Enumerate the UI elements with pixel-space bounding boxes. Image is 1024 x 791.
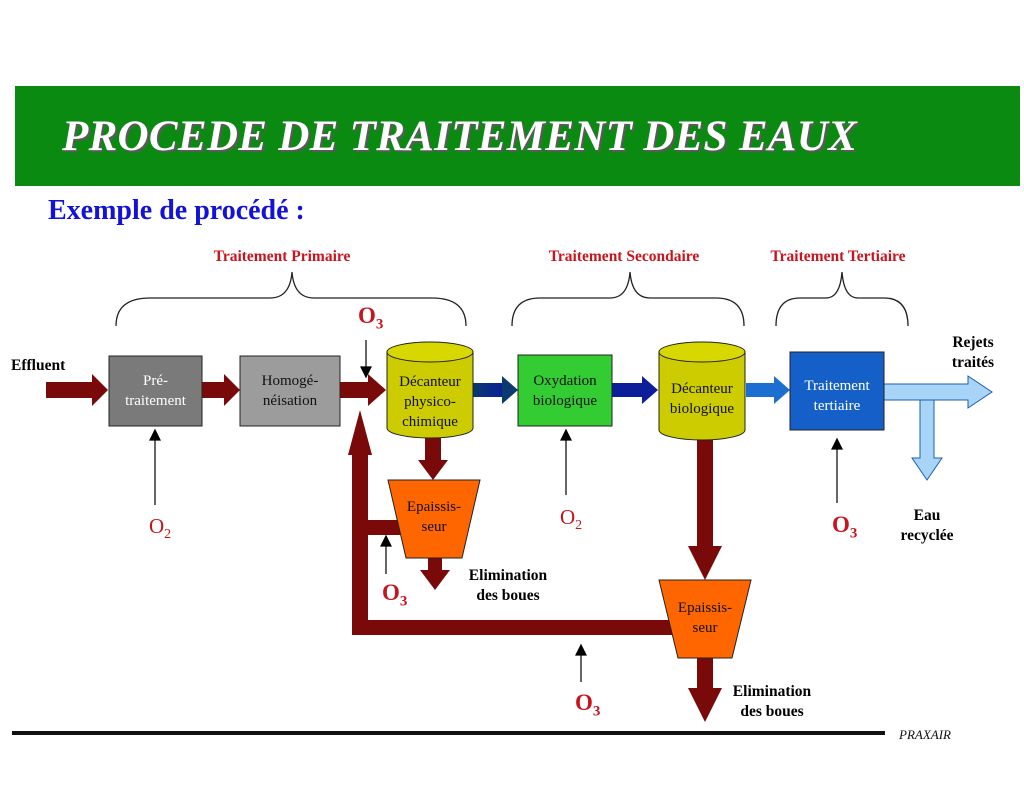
brace-tertiary (775, 271, 909, 327)
arrow-homog-decanteur (368, 374, 386, 406)
o3-label-recycle: O3 (575, 690, 601, 720)
box-pretraitement (108, 355, 203, 427)
pipe-decanteur-oxydation (472, 383, 504, 397)
stage-secondary-label: Traitement Secondaire (548, 248, 700, 265)
arrow-decanteur-tertiaire (774, 376, 790, 404)
arrow-epaississeur2-down (688, 688, 722, 722)
arrow-decanteur-oxydation (502, 376, 518, 404)
arrow-oxydation-decanteur (642, 376, 658, 404)
o3-label-epaississeur: O3 (382, 580, 408, 610)
arrow-effluent (92, 374, 108, 406)
pipe-epaississeur1-down (428, 556, 442, 572)
arrow-epaississeur1-down (420, 570, 450, 590)
arrow-rejets (883, 375, 993, 409)
stage-tertiary-label: Traitement Tertiaire (770, 248, 906, 265)
trapezoid-epaississeur1 (387, 479, 481, 559)
arrow-eau-recyclee (911, 399, 943, 481)
arrow-decanteur-bio-down (688, 546, 722, 580)
o2-label-oxydation: O2 (560, 505, 583, 534)
stage-primary-label: Traitement Primaire (213, 248, 351, 265)
box-homogeneisation (239, 355, 341, 427)
pipe-decanteur-bio-down (697, 440, 713, 548)
title-banner (15, 86, 1020, 186)
recycle-pipe-bottom (352, 620, 682, 635)
pipe-epaississeur2-down (697, 658, 713, 690)
epaississeur2-label: Epaissis-seur (677, 600, 733, 636)
footer-divider (12, 731, 885, 735)
brace-primary (115, 271, 467, 327)
pipe-decanteur-pc-down (425, 438, 441, 462)
box-tertiaire (789, 351, 885, 431)
pipe-oxydation-decanteur (612, 383, 644, 397)
cylinder-decanteur-bio (658, 341, 746, 441)
recycle-pipe-vertical (352, 450, 368, 635)
trapezoid-epaississeur2 (658, 579, 752, 659)
pipe-decanteur-tertiaire (746, 383, 776, 397)
effluent-label: Effluent (11, 357, 66, 374)
homogeneisation-label: Homogé-néisation (261, 373, 319, 409)
o3-label-primary: O3 (358, 303, 384, 333)
brace-secondary (511, 271, 745, 327)
footer-brand: PRAXAIR (899, 727, 951, 742)
pipe-homog-decanteur (340, 382, 370, 398)
recycle-arrow-up (348, 410, 372, 455)
recycle-pipe-thickener1 (368, 520, 404, 535)
arrow-pre-homog (224, 374, 240, 406)
gas-arrows (149, 340, 843, 682)
arrow-decanteur-pc-down (418, 460, 448, 480)
pretraitement-label: Pré-traitement (125, 373, 186, 409)
cylinder-decanteur-pc (386, 341, 474, 439)
o2-label-pretraitement: O2 (149, 514, 172, 543)
pipe-pre-homog (202, 382, 226, 398)
o3-label-tertiaire: O3 (832, 512, 858, 542)
box-oxydation (517, 354, 613, 427)
pipe-effluent (46, 382, 94, 398)
page-subtitle: Exemple de procédé : (48, 195, 305, 226)
page-title: PROCEDE DE TRAITEMENT DES EAUX (62, 113, 858, 160)
epaississeur1-label: Epaissis-seur (406, 499, 462, 535)
